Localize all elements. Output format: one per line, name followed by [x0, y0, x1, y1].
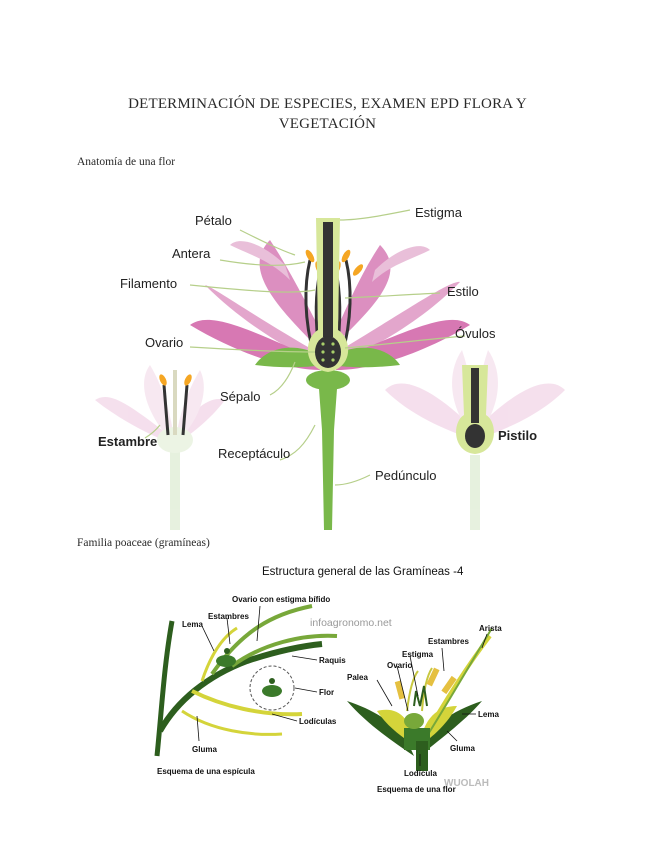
- sepals: [255, 347, 400, 368]
- leader-lines: [144, 209, 466, 486]
- right-label-lodicula: Lodícula: [404, 769, 437, 778]
- left-label-lema: Lema: [182, 620, 203, 629]
- grass-figure-title: Estructura general de las Gramíneas -4: [262, 566, 464, 578]
- section-label-flower-anatomy: Anatomía de una flor: [77, 156, 176, 168]
- flower-anatomy-figure: Pétalo Antera Filamento Ovario Sépalo Es…: [95, 205, 565, 530]
- label-estigma: Estigma: [415, 205, 463, 220]
- label-estilo: Estilo: [447, 284, 479, 299]
- right-label-lema: Lema: [478, 710, 499, 719]
- right-caption-flor: Esquema de una flor: [377, 785, 456, 794]
- right-label-gluma: Gluma: [450, 744, 475, 753]
- spikelet-drawing: [154, 604, 338, 757]
- receptacle: [306, 370, 350, 390]
- grass-structure-figure: Estructura general de las Gramíneas -4 i…: [154, 566, 502, 794]
- label-filamento: Filamento: [120, 276, 177, 291]
- stem: [318, 375, 338, 530]
- label-ovulos: Óvulos: [455, 326, 496, 341]
- stamen-detail: [159, 370, 192, 436]
- watermark-wuolah: WUOLAH: [444, 778, 489, 789]
- left-caption-espicula: Esquema de una espícula: [157, 767, 255, 776]
- right-label-estambres: Estambres: [428, 637, 469, 646]
- label-estambre: Estambre: [98, 434, 157, 449]
- document-title: DETERMINACIÓN DE ESPECIES, EXAMEN EPD FL…: [128, 96, 527, 132]
- label-sepalo: Sépalo: [220, 389, 260, 404]
- main-pistil: [307, 218, 349, 372]
- label-petalo: Pétalo: [195, 213, 232, 228]
- left-label-lodiculas: Lodículas: [299, 717, 337, 726]
- left-label-raquis: Raquis: [319, 656, 346, 665]
- section-label-poaceae: Familia poaceae (gramíneas): [77, 537, 210, 549]
- right-label-estigma: Estigma: [402, 650, 434, 659]
- left-label-flor: Flor: [319, 688, 334, 697]
- right-label-ovario: Ovario: [387, 661, 412, 670]
- left-label-estambres: Estambres: [208, 612, 249, 621]
- pistil-detail: [456, 365, 494, 454]
- label-pistilo: Pistilo: [498, 428, 537, 443]
- label-antera: Antera: [172, 246, 211, 261]
- right-label-arista: Arista: [479, 624, 502, 633]
- label-receptaculo: Receptáculo: [218, 446, 290, 461]
- left-label-ovario-estigma: Ovario con estigma bífido: [232, 595, 330, 604]
- watermark-infoagronomo: infoagronomo.net: [310, 617, 392, 629]
- label-ovario: Ovario: [145, 335, 183, 350]
- left-label-gluma: Gluma: [192, 745, 217, 754]
- label-pedunculo: Pedúnculo: [375, 468, 436, 483]
- right-label-palea: Palea: [347, 673, 368, 682]
